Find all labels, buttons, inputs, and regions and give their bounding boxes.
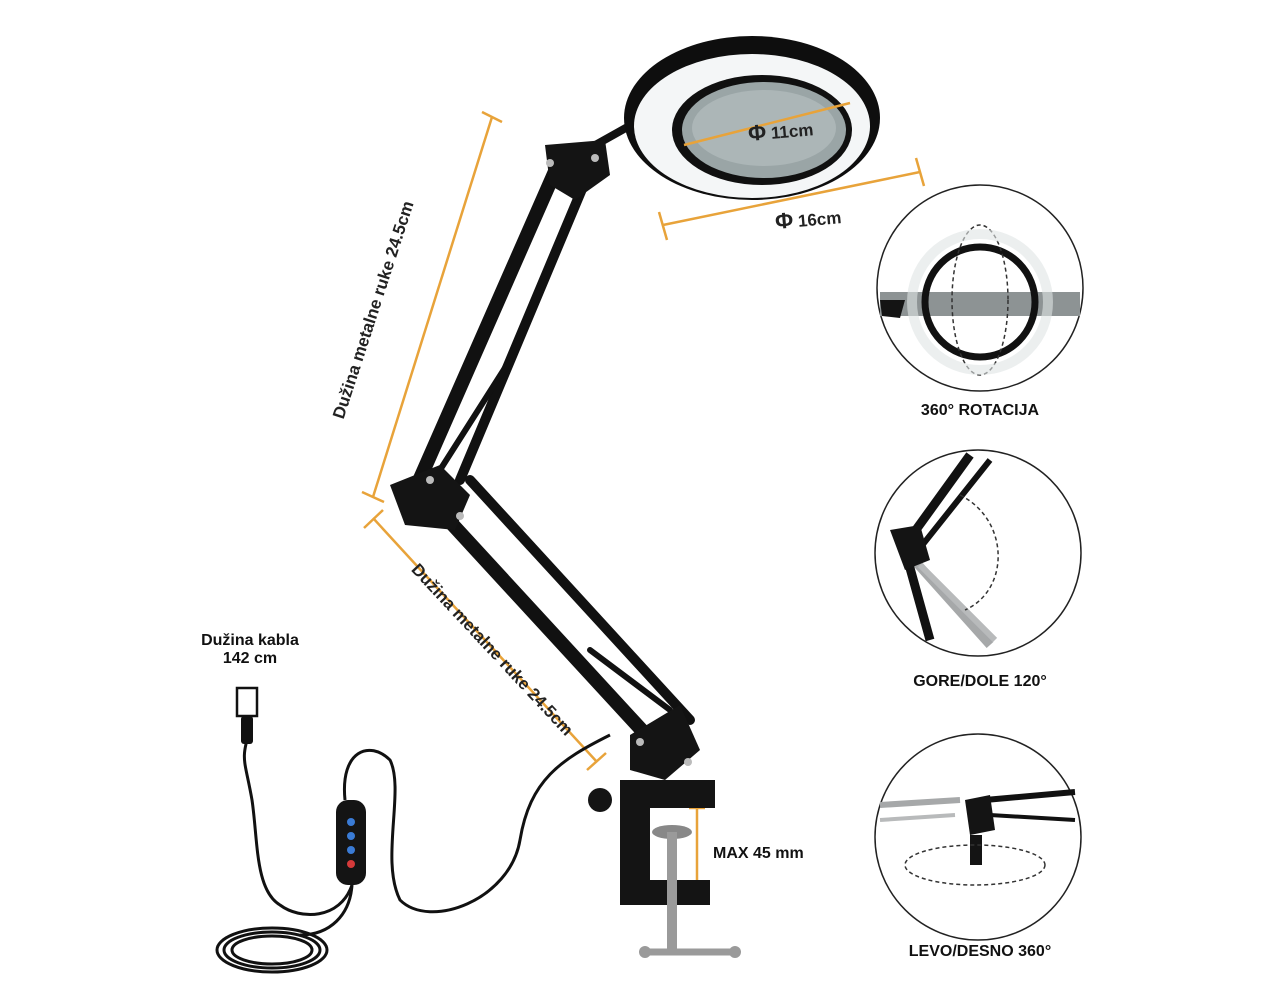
usb-plug-icon <box>235 686 259 744</box>
clamp-max-label: MAX 45 mm <box>713 845 804 862</box>
updown-detail-circle <box>874 449 1082 657</box>
cable-length-label: Dužina kabla 142 cm <box>180 632 320 668</box>
cable-length-title: Dužina kabla <box>201 632 299 649</box>
updown-label: GORE/DOLE 120° <box>913 673 1047 690</box>
outer-diameter-line <box>657 157 926 241</box>
outer-diameter-value: 16cm <box>797 208 843 231</box>
lamp-arm <box>408 116 695 757</box>
lower-arm-dimension-line <box>363 509 607 771</box>
leftright-label: LEVO/DESNO 360° <box>908 943 1052 960</box>
cable-length-value: 142 cm <box>222 650 278 667</box>
desk-clamp <box>588 780 741 958</box>
usb-cable <box>215 729 611 974</box>
rotation-label: 360° ROTACIJA <box>920 402 1040 419</box>
diameter-icon: Φ <box>746 119 768 146</box>
arm-joints <box>390 140 700 780</box>
control-switch <box>336 800 366 885</box>
clamp-dimension-line <box>689 806 705 894</box>
magnifier-head <box>624 36 880 200</box>
upper-arm-dimension-line <box>361 110 503 504</box>
diameter-icon: Φ <box>773 207 795 234</box>
leftright-detail-circle <box>874 733 1082 941</box>
inner-diameter-value: 11cm <box>770 120 815 143</box>
rotation-detail-circle <box>876 184 1084 392</box>
